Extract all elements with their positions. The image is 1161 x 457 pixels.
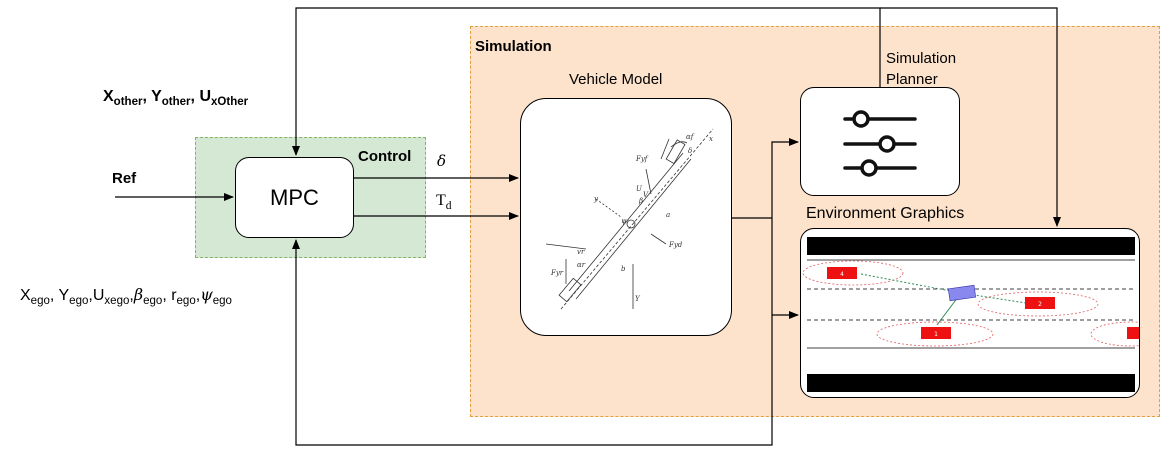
- ego-r-sub: ego: [176, 295, 196, 308]
- delta-label: δ: [437, 152, 447, 170]
- ego-beta-sub: ego: [143, 295, 163, 308]
- other-u: U: [199, 88, 211, 105]
- front-slip-line: [660, 138, 670, 160]
- rear-wheel: [558, 277, 582, 303]
- slider-knob-3: [860, 159, 878, 177]
- ego-x: X: [20, 287, 31, 304]
- to-env-arrow: [771, 218, 799, 319]
- body-axis-line: [560, 128, 714, 310]
- front-velocity-line: [645, 168, 652, 195]
- v-text: V: [643, 191, 649, 199]
- ego-u: U: [92, 287, 105, 304]
- car-2-label: 2: [1038, 301, 1042, 308]
- other-y-sub: other: [161, 96, 191, 109]
- delta-sketch-text: δ: [688, 147, 692, 155]
- vehicle-model-block: αf δ Fyf U V β a ψ b Fyd Fyr vr αr x y Y: [520, 98, 732, 336]
- top-feedback-line: [292, 7, 881, 156]
- car-1: [921, 327, 951, 339]
- beta-text: β: [638, 197, 643, 205]
- ego-x-sub: ego: [30, 295, 50, 308]
- bottom-feedback-line: [292, 239, 773, 446]
- vehicle-model-title: Vehicle Model: [569, 71, 663, 88]
- psi-text: ψ: [621, 217, 627, 225]
- simulation-title: Simulation: [475, 38, 552, 55]
- car-2: [1025, 297, 1055, 309]
- ego-r: r: [171, 287, 177, 304]
- mpc-label: MPC: [270, 184, 319, 210]
- fyf-text: Fyf: [635, 155, 649, 163]
- alpha-r-text: αr: [577, 261, 586, 269]
- to-planner-arrow: [771, 138, 799, 218]
- other-x: X: [103, 88, 114, 105]
- y-dashed-line: [595, 198, 622, 218]
- fyr-text: Fyr: [550, 269, 564, 277]
- car-4-label: 4: [840, 271, 844, 278]
- ego-u-sub: xego: [104, 295, 130, 308]
- top-to-env-line: [880, 7, 1061, 227]
- fy-d-text: Fyd: [668, 241, 683, 249]
- bicycle-model-sketch: αf δ Fyf U V β a ψ b Fyd Fyr vr αr x y Y: [545, 128, 714, 310]
- other-y: Y: [151, 88, 162, 105]
- sliders-icon: [843, 110, 917, 177]
- safety-zone-4: [802, 260, 904, 286]
- planner-title: Simulation Planner: [886, 48, 956, 90]
- environment-graphics-block: 4 2 1: [800, 228, 1140, 398]
- link-ego-car2: [960, 292, 1027, 304]
- big-y-text: Y: [635, 295, 641, 303]
- ego-states-label: Xego, Yego,Uxego,βego, rego,ψego: [20, 285, 232, 308]
- ego-psi-sub: ego: [212, 295, 232, 308]
- car-1-label: 1: [934, 331, 938, 338]
- other-u-sub: xOther: [211, 96, 249, 109]
- mpc-block: MPC: [235, 157, 354, 238]
- other-x-sub: other: [113, 96, 143, 109]
- slider-knob-2: [878, 135, 896, 153]
- slider-knob-1: [852, 110, 870, 128]
- link-ego-car4: [860, 273, 962, 294]
- env-graphics-title: Environment Graphics: [806, 205, 965, 222]
- ego-y-sub: ego: [69, 295, 89, 308]
- u-text: U: [636, 185, 643, 193]
- side-force-line: [650, 233, 667, 245]
- planner-title-line2: Planner: [886, 71, 938, 88]
- chassis-line: [575, 158, 692, 300]
- torque-sub: d: [445, 200, 452, 213]
- other-vehicle-states-label: Xother, Yother, UxOther: [103, 88, 249, 109]
- vr-text: vr: [577, 248, 585, 256]
- x-axis-text: x: [709, 135, 713, 143]
- planner-title-line1: Simulation: [886, 50, 957, 67]
- ego-vehicle: [947, 284, 977, 302]
- alpha-f-arc: [670, 141, 688, 148]
- chassis-line-2: [568, 152, 684, 292]
- ref-label: Ref: [112, 170, 137, 187]
- car-4: [827, 267, 857, 279]
- ego-beta: β: [133, 285, 144, 304]
- ego-y: Y: [58, 287, 70, 304]
- road-barrier-bottom: [807, 374, 1135, 392]
- b-text: b: [621, 265, 626, 273]
- control-title: Control: [358, 148, 412, 165]
- ego-psi: ψ: [200, 285, 213, 304]
- safety-zone-2: [977, 291, 1099, 317]
- torque-label: Td: [436, 192, 452, 212]
- road-barrier-top: [807, 237, 1135, 255]
- y-axis-text: y: [593, 195, 599, 203]
- road-scene: 4 2 1: [802, 237, 1139, 392]
- simulation-planner-block: [800, 87, 960, 196]
- a-text: a: [666, 211, 670, 219]
- rear-force-line: [545, 243, 587, 250]
- center-of-gravity: [626, 219, 636, 229]
- car-edge: [1127, 327, 1139, 339]
- torque-main: T: [436, 192, 446, 209]
- front-wheel: [665, 139, 686, 165]
- safety-zone-1: [876, 321, 994, 347]
- alpha-f-text: αf: [686, 133, 695, 141]
